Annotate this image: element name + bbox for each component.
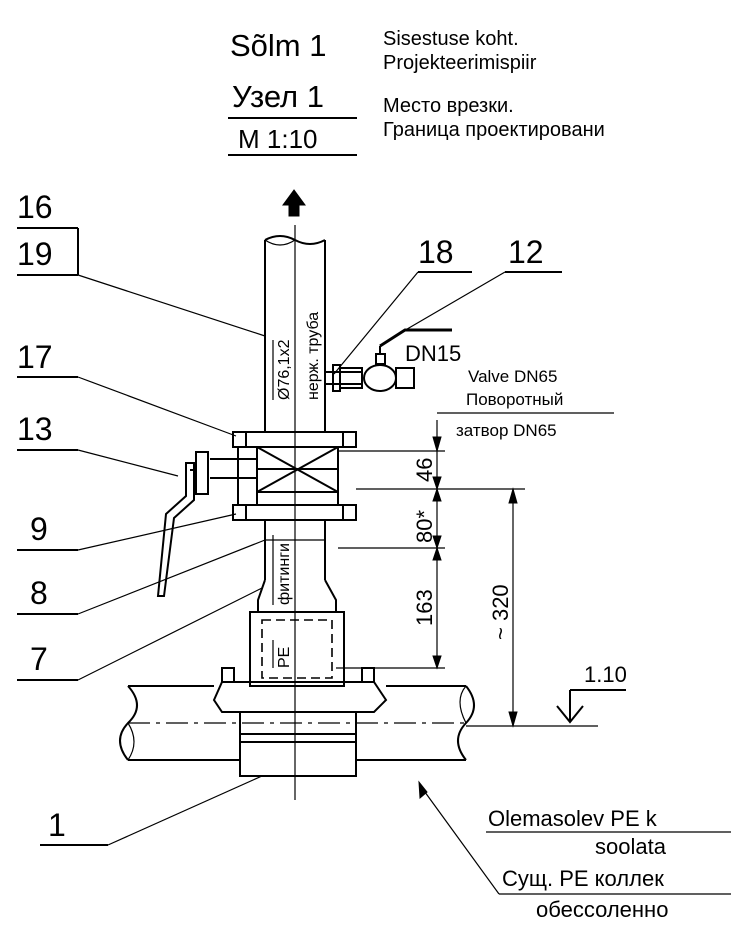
butterfly-valve-body [156, 446, 339, 597]
lower-flange [232, 504, 357, 521]
collector-et-line1: Olemasolev PE k [488, 806, 658, 831]
tapping-saddle [212, 667, 388, 777]
dimension-46: 46 [412, 458, 437, 482]
callout-12: 12 [508, 234, 544, 270]
valve-ru-label-2: затвор DN65 [456, 421, 557, 440]
callout-1-leader [107, 775, 263, 846]
level-value: 1.10 [584, 662, 627, 687]
callout-9: 9 [30, 511, 48, 547]
callout-8: 8 [30, 575, 48, 611]
valve-ru-label-1: Поворотный [466, 390, 563, 409]
stainless-pipe [264, 225, 326, 800]
flow-direction-arrow [282, 189, 306, 217]
callout-13: 13 [17, 411, 53, 447]
collector-ru-line1: Сущ. PE коллек [502, 866, 664, 891]
node-title-et: Sõlm 1 [230, 28, 326, 63]
pipe-material-label: нерж. труба [305, 312, 322, 400]
callout-16-19-leader [77, 274, 266, 337]
collector-leader [421, 787, 500, 895]
note-ru-line1: Место врезки. [383, 95, 514, 117]
callout-19: 19 [17, 236, 53, 272]
callout-18: 18 [418, 234, 454, 270]
callout-13-leader [77, 449, 179, 477]
collector-ru-line2: обессоленно [536, 897, 668, 922]
callout-18-leader [333, 271, 419, 375]
scale-label: M 1:10 [238, 124, 318, 154]
valve-en-label: Valve DN65 [468, 367, 557, 386]
note-et-line1: Sisestuse koht. [383, 28, 519, 50]
callout-8-leader [77, 539, 266, 615]
callout-12-leader [401, 271, 506, 333]
node-title-ru: Узел 1 [232, 79, 324, 114]
dimension-total: ~ 320 [488, 584, 513, 640]
callout-7: 7 [30, 641, 48, 677]
callout-17: 17 [17, 339, 53, 375]
pe-fittings [249, 520, 345, 687]
collector-et-line2: soolata [595, 834, 667, 859]
callout-1: 1 [48, 807, 66, 843]
dimension-163: 163 [412, 589, 437, 626]
note-ru-line2: Граница проектировани [383, 119, 605, 141]
dimension-chain [336, 420, 598, 728]
small-valve-label: DN15 [405, 341, 461, 366]
callout-16: 16 [17, 189, 53, 225]
dimension-80: 80* [412, 510, 437, 543]
pipe-dimension-label: Ø76,1x2 [276, 339, 293, 400]
callout-7-leader [77, 587, 263, 681]
note-et-line2: Projekteerimispiir [383, 52, 537, 74]
callout-9-leader [77, 513, 237, 551]
fittings-pe-label: PE [276, 647, 293, 668]
fittings-word-label: фитинги [276, 543, 293, 605]
level-mark [556, 689, 626, 724]
existing-main-pipe [119, 685, 475, 761]
callout-17-leader [77, 376, 237, 437]
